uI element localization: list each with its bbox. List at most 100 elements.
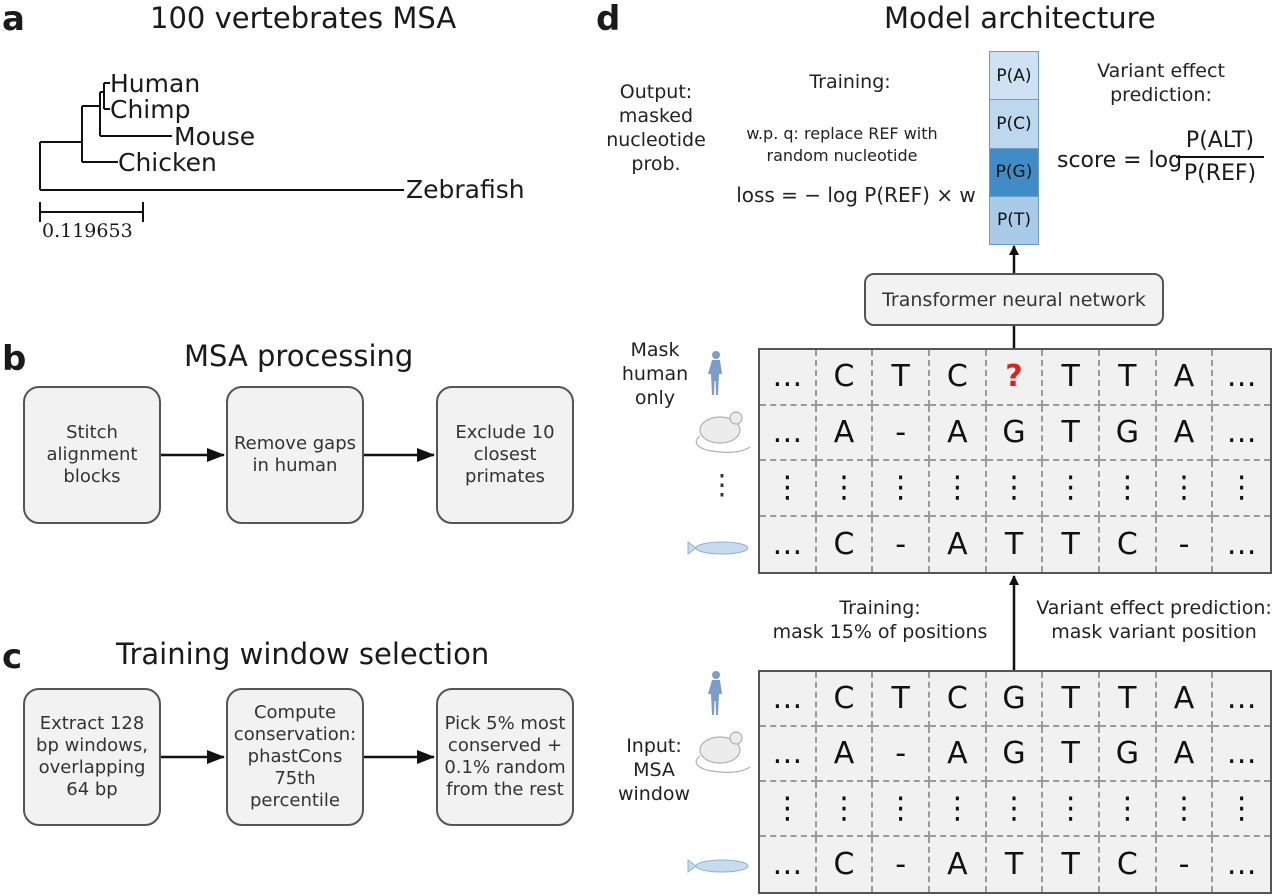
input-cell-r1-c3: A	[930, 727, 987, 782]
input-cell-r0-c7: A	[1156, 672, 1214, 727]
masked-cell-r0-c2: T	[873, 350, 930, 406]
mask-human-label: Mask human only	[621, 339, 689, 409]
masked-cell-r1-c5: T	[1043, 405, 1100, 461]
panel-c-title: Training window selection	[116, 637, 490, 671]
input-cell-r2-c8: ⋮	[1213, 782, 1270, 837]
masked-cell-r1-c7: A	[1156, 405, 1214, 461]
step-remove-gaps: Remove gaps in human	[226, 386, 364, 524]
masked-cell-r1-c6: G	[1100, 405, 1157, 461]
score-denominator: P(REF)	[1183, 161, 1257, 186]
vdots-icon: ⋮	[708, 468, 736, 501]
input-cell-r2-c2: ⋮	[873, 782, 930, 837]
masked-cell-r1-c4: G	[986, 405, 1044, 461]
masked-cell-r0-c3: C	[930, 350, 987, 406]
fish-icon	[687, 541, 749, 555]
input-cell-r1-c6: G	[1100, 727, 1157, 782]
human-icon	[708, 671, 722, 715]
masked-cell-r3-c3: A	[930, 516, 987, 572]
masked-cell-r1-c1: A	[816, 405, 874, 461]
panel-a-label: a	[2, 0, 25, 39]
masked-cell-r2-c0: ⋮	[760, 461, 817, 517]
input-cell-r1-c5: T	[1043, 727, 1100, 782]
mouse-icon	[695, 731, 751, 773]
input-cell-r3-c5: T	[1043, 837, 1100, 892]
panel-d-label: d	[596, 0, 621, 39]
masked-cell-r3-c7: -	[1157, 516, 1214, 572]
input-cell-r1-c7: A	[1156, 727, 1214, 782]
masked-cell-r1-c8: …	[1213, 406, 1270, 461]
tree-leaf-mouse: Mouse	[174, 122, 256, 151]
output-probabilities: P(A) P(C) P(G) P(T)	[989, 51, 1039, 245]
input-cell-r0-c8: …	[1213, 672, 1270, 727]
step-compute-conservation: Compute conservation: phastCons 75th per…	[226, 688, 364, 826]
tree-leaf-human: Human	[110, 69, 201, 98]
masked-cell-r2-c1: ⋮	[816, 461, 874, 517]
input-cell-r3-c1: C	[817, 837, 874, 892]
training-desc: w.p. q: replace REF with random nucleoti…	[746, 124, 938, 165]
mouse-icon	[695, 411, 751, 453]
input-cell-r0-c4: G	[986, 672, 1044, 727]
masked-cell-r2-c3: ⋮	[930, 461, 987, 517]
input-cell-r0-c6: T	[1100, 672, 1157, 727]
score-numerator: P(ALT)	[1176, 126, 1264, 158]
masked-cell-r0-c8: …	[1213, 350, 1270, 406]
masked-cell-r1-c0: …	[760, 405, 817, 461]
output-label: Output: masked nucleotide prob.	[606, 81, 706, 175]
masked-cell-r3-c8: …	[1226, 526, 1257, 562]
score-fraction: P(ALT) P(REF)	[1176, 126, 1264, 190]
human-icon	[708, 351, 722, 395]
input-cell-r1-c0: …	[760, 727, 817, 782]
transformer-box: Transformer neural network	[864, 273, 1164, 326]
masked-cell-r0-c6: T	[1100, 350, 1157, 406]
prob-a: P(A)	[990, 52, 1038, 101]
tree-scale-label: 0.119653	[42, 220, 133, 242]
masked-cell-r3-c4: T	[987, 516, 1044, 572]
input-cell-r1-c8: …	[1213, 727, 1270, 782]
vep-mask-label: Variant effect prediction: mask variant …	[1036, 597, 1272, 643]
masked-cell-r3-c2: -	[873, 516, 930, 572]
training-mask-label: Training: mask 15% of positions	[772, 597, 988, 643]
masked-cell-r2-c6: ⋮	[1100, 461, 1157, 517]
masked-cell-r0-c7: A	[1156, 350, 1214, 406]
step-stitch-blocks: Stitch alignment blocks	[23, 386, 161, 524]
masked-cell-r3-c5: T	[1043, 516, 1100, 572]
input-cell-r1-c2: -	[873, 727, 930, 782]
masked-cell-r0-c1: C	[816, 350, 874, 406]
input-cell-r3-c4: T	[987, 837, 1044, 892]
training-title: Training:	[809, 71, 891, 93]
input-cell-r2-c3: ⋮	[930, 782, 987, 837]
score-prefix: score = log	[1057, 148, 1183, 173]
input-cell-r2-c7: ⋮	[1156, 782, 1214, 837]
tree-leaf-chimp: Chimp	[110, 95, 191, 124]
masked-cell-r0-c4: ?	[986, 350, 1044, 406]
input-cell-r3-c2: -	[873, 837, 930, 892]
masked-cell-r3-c6: C	[1100, 516, 1157, 572]
input-label: Input: MSA window	[617, 735, 691, 805]
input-cell-r2-c4: ⋮	[986, 782, 1044, 837]
input-cell-r0-c0: …	[760, 672, 817, 727]
input-cell-r2-c1: ⋮	[816, 782, 874, 837]
panel-b-title: MSA processing	[184, 339, 414, 373]
input-cell-r0-c2: T	[873, 672, 930, 727]
input-cell-r0-c3: C	[930, 672, 987, 727]
panel-d-title: Model architecture	[884, 1, 1156, 35]
input-cell-r2-c6: ⋮	[1100, 782, 1157, 837]
step-exclude-primates: Exclude 10 closest primates	[436, 386, 574, 524]
masked-cell-r1-c2: -	[873, 405, 930, 461]
input-cell-r3-c8: …	[1226, 847, 1257, 882]
masked-cell-r2-c7: ⋮	[1156, 461, 1214, 517]
masked-cell-r3-c0: …	[760, 516, 817, 572]
input-cell-r2-c5: ⋮	[1043, 782, 1100, 837]
tree-leaf-zebrafish: Zebrafish	[406, 175, 525, 204]
input-cell-r1-c4: G	[986, 727, 1044, 782]
input-cell-r0-c5: T	[1043, 672, 1100, 727]
masked-cell-r1-c3: A	[930, 405, 987, 461]
masked-cell-r2-c5: ⋮	[1043, 461, 1100, 517]
loss-formula: loss = − log P(REF) × w	[736, 183, 976, 207]
panel-a-title: 100 vertebrates MSA	[150, 1, 457, 35]
